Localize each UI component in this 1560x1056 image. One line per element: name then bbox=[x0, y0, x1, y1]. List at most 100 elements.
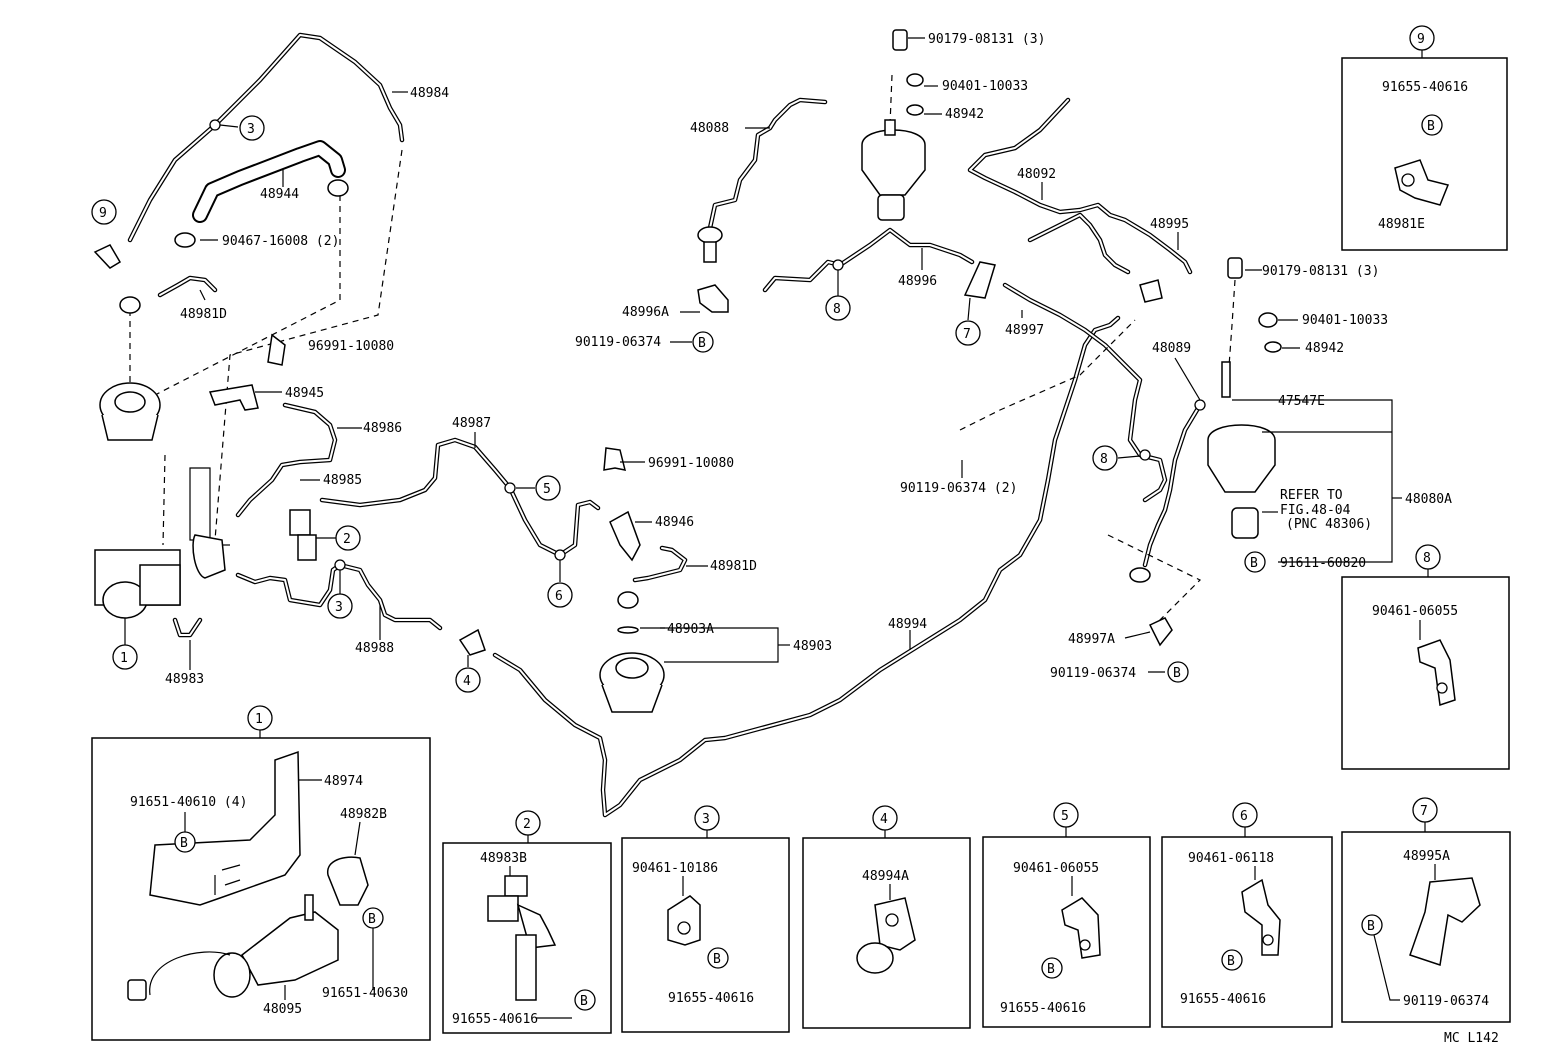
callout-circles bbox=[91, 115, 1266, 693]
svg-text:90461-06055: 90461-06055 bbox=[1013, 861, 1099, 876]
bolt-90401-b bbox=[1258, 312, 1278, 328]
label-90179-a: 90179-08131 (3) bbox=[928, 32, 1045, 47]
dashed-guides bbox=[129, 74, 1236, 631]
svg-text:B: B bbox=[1250, 556, 1258, 571]
label-48996A: 48996A bbox=[622, 305, 669, 320]
callout-6-a bbox=[547, 582, 573, 608]
bolt-90401-a bbox=[906, 73, 924, 87]
svg-text:4: 4 bbox=[463, 674, 471, 689]
svg-text:90461-10186: 90461-10186 bbox=[632, 861, 718, 876]
svg-text:B: B bbox=[368, 912, 376, 927]
callout-3-b bbox=[327, 593, 353, 619]
clamp-4 bbox=[458, 628, 486, 656]
label-48946: 48946 bbox=[655, 515, 694, 530]
label-48903A: 48903A bbox=[667, 622, 714, 637]
callout-8-b bbox=[1092, 445, 1118, 471]
clip-96991-b bbox=[603, 447, 627, 471]
bolt-B-a bbox=[692, 331, 714, 353]
svg-text:8: 8 bbox=[833, 302, 841, 317]
svg-text:91655-40616: 91655-40616 bbox=[1382, 80, 1468, 95]
label-48986: 48986 bbox=[363, 421, 402, 436]
svg-text:3: 3 bbox=[247, 122, 255, 137]
svg-text:48983B: 48983B bbox=[480, 851, 527, 866]
svg-text:B: B bbox=[580, 994, 588, 1009]
svg-text:48994A: 48994A bbox=[862, 869, 909, 884]
detail-box-1: 1 48974 91651-40610 (4) B 48982B B 91651… bbox=[91, 705, 431, 1041]
label-48983: 48983 bbox=[165, 672, 204, 687]
actuator-48095 bbox=[94, 467, 226, 619]
svg-text:7: 7 bbox=[1420, 804, 1428, 819]
svg-text:8: 8 bbox=[1423, 551, 1431, 566]
label-48988: 48988 bbox=[355, 641, 394, 656]
detail-box-3: 3 90461-10186 B 91655-40616 bbox=[621, 805, 790, 1033]
label-48996: 48996 bbox=[898, 274, 937, 289]
svg-text:9: 9 bbox=[1417, 32, 1425, 47]
bracket-48996A bbox=[697, 284, 729, 313]
svg-text:9: 9 bbox=[99, 206, 107, 221]
label-48984: 48984 bbox=[410, 86, 449, 101]
label-refer-1: REFER TO bbox=[1280, 488, 1343, 503]
label-90119-c: 90119-06374 bbox=[1050, 666, 1136, 681]
nut-48942-b bbox=[1264, 341, 1282, 353]
svg-text:2: 2 bbox=[343, 532, 351, 547]
svg-text:7: 7 bbox=[963, 327, 971, 342]
bolt-B-c bbox=[1244, 551, 1266, 573]
callout-8-a bbox=[825, 295, 851, 321]
bracket-48945 bbox=[208, 384, 259, 411]
callout-7-a bbox=[955, 320, 981, 346]
label-48092: 48092 bbox=[1017, 167, 1056, 182]
detail-box-2: 2 48983B 91655-40616 B bbox=[442, 810, 612, 1034]
svg-text:B: B bbox=[1427, 119, 1435, 134]
svg-text:3: 3 bbox=[335, 600, 343, 615]
detail-box-7: 7 48995A B 90119-06374 bbox=[1341, 797, 1511, 1023]
svg-text:48981E: 48981E bbox=[1378, 217, 1425, 232]
svg-text:B: B bbox=[1367, 919, 1375, 934]
svg-text:B: B bbox=[698, 336, 706, 351]
nut-48942-a bbox=[906, 104, 924, 116]
svg-text:48982B: 48982B bbox=[340, 807, 387, 822]
svg-text:4: 4 bbox=[880, 812, 888, 827]
label-48981D-a: 48981D bbox=[180, 307, 227, 322]
label-48942-a: 48942 bbox=[945, 107, 984, 122]
callout-text: 3 9 5 6 2 3 1 4 8 7 8 B B B bbox=[99, 122, 1258, 689]
svg-text:48095: 48095 bbox=[263, 1002, 302, 1017]
leaders bbox=[189, 37, 1402, 673]
label-90179-b: 90179-08131 (3) bbox=[1262, 264, 1379, 279]
label-96991-a: 96991-10080 bbox=[308, 339, 394, 354]
label-47547E: 47547E bbox=[1278, 394, 1325, 409]
label-refer-2: FIG.48-04 bbox=[1280, 503, 1351, 518]
label-90119-b: 90119-06374 (2) bbox=[900, 481, 1017, 496]
clamp-9 bbox=[93, 244, 122, 269]
actuator-48080A bbox=[1207, 361, 1276, 539]
callout-4-a bbox=[455, 667, 481, 693]
svg-text:91651-40630: 91651-40630 bbox=[322, 986, 408, 1001]
svg-text:B: B bbox=[1227, 954, 1235, 969]
label-48944: 48944 bbox=[260, 187, 299, 202]
svg-text:3: 3 bbox=[702, 812, 710, 827]
boot-48903-center bbox=[599, 626, 665, 713]
label-48088: 48088 bbox=[690, 121, 729, 136]
svg-text:5: 5 bbox=[1061, 809, 1069, 824]
label-90467: 90467-16008 (2) bbox=[222, 234, 339, 249]
svg-text:2: 2 bbox=[523, 817, 531, 832]
label-90119-a: 90119-06374 bbox=[575, 335, 661, 350]
bracket-48997A bbox=[1148, 617, 1173, 647]
label-refer-3: (PNC 48306) bbox=[1286, 517, 1372, 532]
label-90401-b: 90401-10033 bbox=[1302, 313, 1388, 328]
svg-text:8: 8 bbox=[1100, 452, 1108, 467]
label-48903: 48903 bbox=[793, 639, 832, 654]
label-90401-a: 90401-10033 bbox=[942, 79, 1028, 94]
clip-96991-a bbox=[267, 333, 286, 366]
valve-48088 bbox=[697, 226, 723, 244]
svg-text:1: 1 bbox=[120, 651, 128, 666]
callout-2-a bbox=[335, 525, 361, 551]
label-48987: 48987 bbox=[452, 416, 491, 431]
boot-48903-left bbox=[99, 382, 161, 441]
svg-text:91655-40616: 91655-40616 bbox=[1000, 1001, 1086, 1016]
svg-text:B: B bbox=[180, 836, 188, 851]
fitting-90179-a bbox=[892, 29, 908, 51]
svg-text:48974: 48974 bbox=[324, 774, 363, 789]
svg-text:91655-40616: 91655-40616 bbox=[1180, 992, 1266, 1007]
svg-text:1: 1 bbox=[255, 712, 263, 727]
